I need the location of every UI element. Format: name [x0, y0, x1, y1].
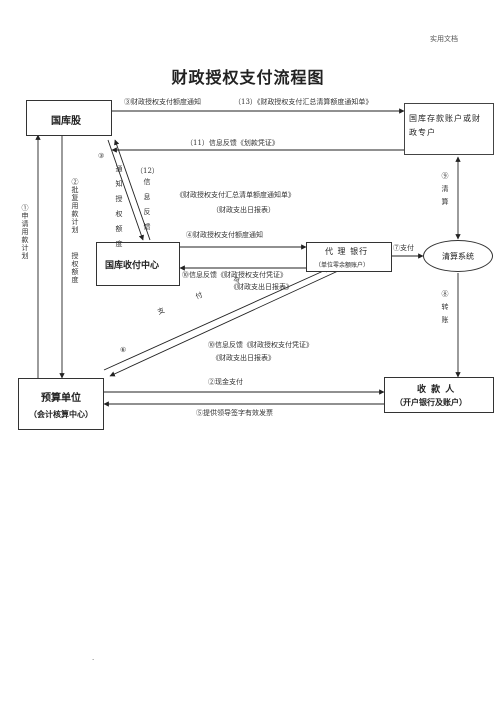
label-12-doc-daily: （财政支出日报表） [212, 206, 275, 214]
arrow-10-bank-to-budget [109, 270, 339, 377]
label-12-doc-summary: 《财政授权支付汇总清单额度通知单》 [176, 191, 295, 199]
treasury-box: 国库股 [26, 100, 112, 136]
arrow-3-treasury-to-center [107, 139, 144, 241]
label-12-number: （12） [136, 167, 159, 175]
clearing-system-label: 清算系统 [442, 251, 474, 261]
label-2-approve-plan: ②批复用款计划 [71, 178, 79, 234]
payee-name: 收 款 人 [417, 385, 456, 395]
payee-box: 收 款 人 （开户银行及账户） [384, 377, 494, 413]
label-2-cash-payment: ②现金支付 [208, 378, 243, 386]
arrow-12-center-to-treasury [114, 139, 151, 241]
treasury-account-label: 国库存款账户或财政专户 [409, 114, 481, 137]
footer-mark: . [92, 654, 95, 662]
label-9-clearing: ⑨清算 [441, 172, 449, 211]
label-11-feedback: （11）信息反馈《划款凭证》 [186, 139, 279, 147]
label-8-transfer: ⑧转账 [441, 290, 449, 329]
agent-bank-sub: （单位零余额账户） [315, 262, 370, 269]
label-1-apply-plan: ①申请用款计划 [21, 204, 29, 260]
page-title: 财政授权支付流程图 [171, 68, 325, 87]
label-3-diagonal-text: 通知授权额度 [115, 165, 123, 255]
treasury-account-box: 国库存款账户或财政专户 [404, 103, 494, 155]
budget-unit-sub: （会计核算中心） [29, 409, 93, 419]
payee-sub: （开户银行及账户） [395, 397, 467, 407]
agent-bank-name: 代 理 银行 [325, 247, 369, 256]
treasury-label: 国库股 [51, 116, 81, 127]
arrow-6-budget-to-bank [103, 267, 331, 371]
label-7-payment: ⑦支付 [393, 244, 414, 252]
label-4-amount-notice: ④财政授权支付额度通知 [186, 231, 263, 239]
budget-unit-box: 预算单位 （会计核算中心） [18, 378, 104, 430]
document-type-label: 实用文档 [430, 35, 458, 43]
collection-center-box: 国库收付中心 [96, 242, 180, 286]
label-10-feedback-center: ⑩信息反馈《财政授权支付凭证》 [182, 271, 287, 279]
label-12-text: 信息反馈 [143, 178, 151, 238]
label-2-authorized-amount: 授权额度 [71, 252, 79, 284]
label-10-feedback-budget: ⑩信息反馈《财政授权支付凭证》 [208, 341, 313, 349]
label-5-invoice: ⑤提供领导签字有效发票 [196, 409, 273, 417]
label-10-daily-center: 《财政支出日报表》 [230, 283, 293, 291]
collection-center-label: 国库收付中心 [105, 261, 160, 271]
label-13-clearing-notice: （13）《财政授权支付汇总清算额度通知单》 [234, 98, 373, 106]
label-10-daily-budget: 《财政支出日报表》 [212, 354, 275, 362]
clearing-system-ellipse: 清算系统 [423, 240, 493, 272]
budget-unit-name: 预算单位 [41, 393, 81, 404]
agent-bank-box: 代 理 银行 （单位零余额账户） [306, 242, 392, 272]
label-6-number: ⑥ [120, 346, 127, 354]
label-3-diagonal-number: ③ [98, 152, 105, 160]
label-3-authorization-notice: ③财政授权支付额度通知 [124, 98, 201, 106]
